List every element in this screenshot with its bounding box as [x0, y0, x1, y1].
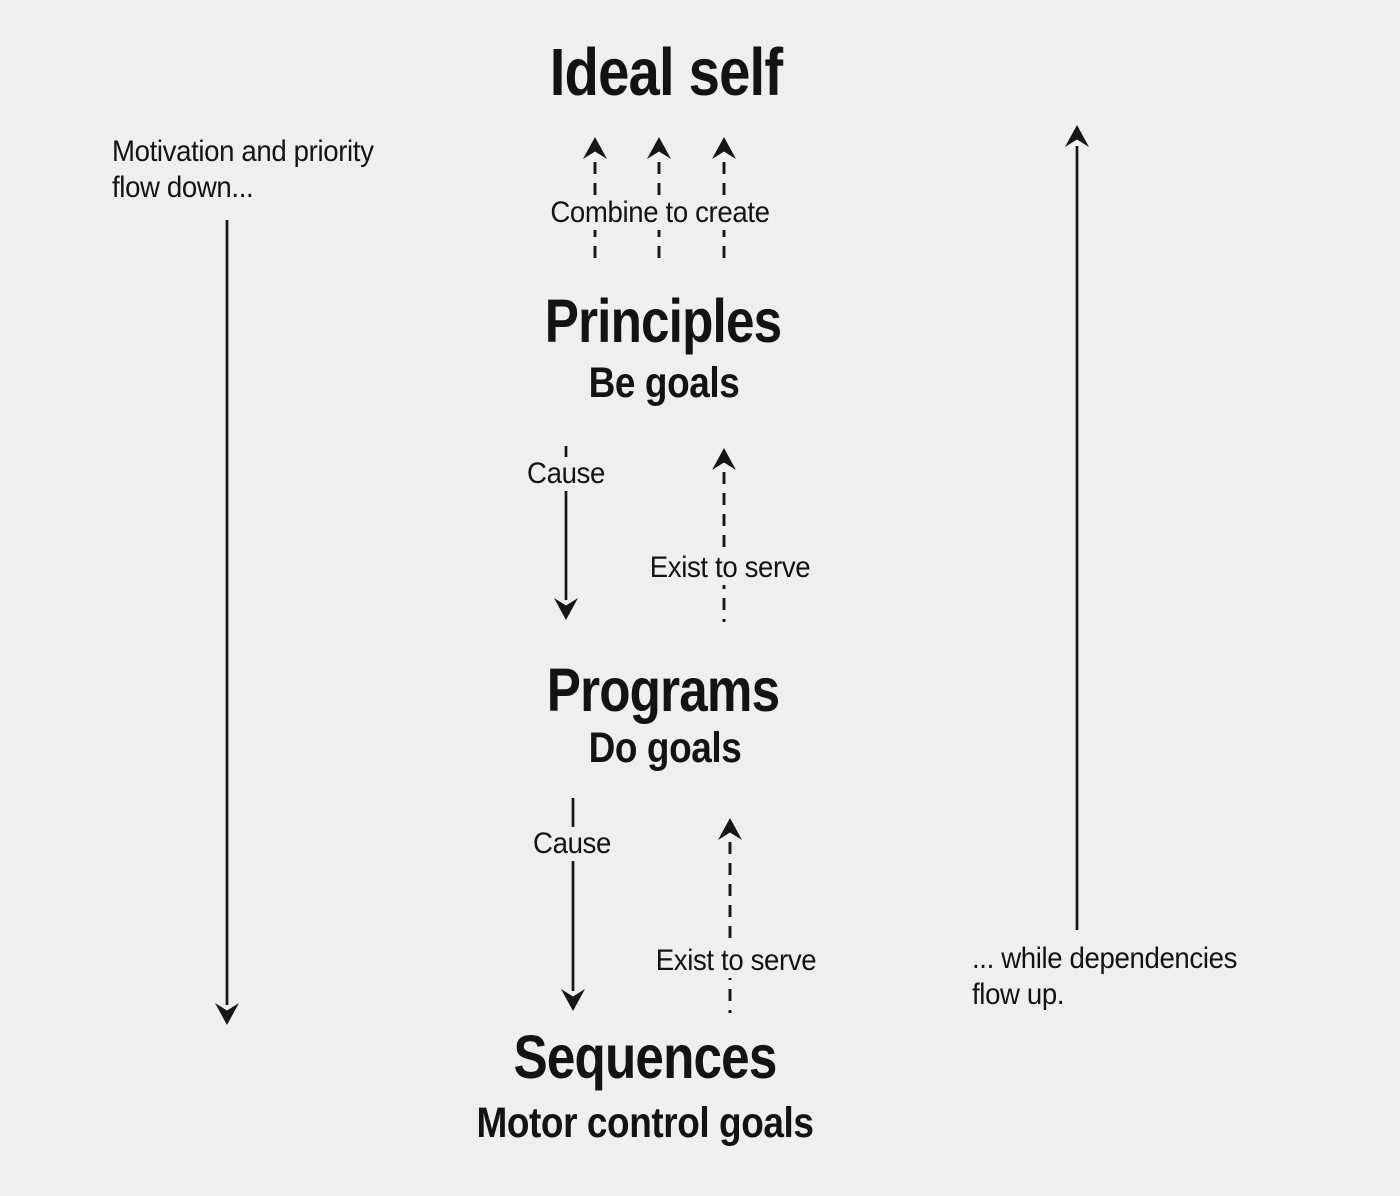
- exist-to-serve-arrow-programs-principles: [712, 448, 736, 622]
- left-side-note: Motivation and priority flow down...: [112, 134, 374, 206]
- right-side-note: ... while dependencies flow up.: [972, 941, 1237, 1013]
- left-side-note-line2: flow down...: [112, 171, 254, 204]
- level-subtitle-be-goals: Be goals: [588, 359, 740, 407]
- level-subtitle-motor-control-goals: Motor control goals: [476, 1099, 814, 1147]
- exist-to-serve-arrow-sequences-programs: [718, 818, 742, 1013]
- dependencies-flow-up-arrow: [1065, 125, 1089, 930]
- right-side-note-line1: ... while dependencies: [972, 942, 1238, 975]
- cause-label-principles-programs: Cause: [520, 457, 612, 491]
- exist-to-serve-label-programs-principles: Exist to serve: [643, 551, 817, 585]
- level-title-programs: Programs: [546, 656, 780, 724]
- motivation-flow-down-arrow: [215, 220, 239, 1025]
- left-side-note-line1: Motivation and priority: [112, 135, 374, 168]
- level-title-principles: Principles: [544, 287, 782, 355]
- right-side-note-line2: flow up.: [972, 978, 1065, 1011]
- level-title-ideal-self: Ideal self: [549, 35, 783, 110]
- cause-label-programs-sequences: Cause: [526, 827, 618, 861]
- exist-to-serve-label-sequences-programs: Exist to serve: [649, 944, 823, 978]
- level-subtitle-do-goals: Do goals: [588, 724, 742, 772]
- combine-to-create-label: Combine to create: [543, 196, 777, 230]
- level-title-sequences: Sequences: [513, 1023, 777, 1091]
